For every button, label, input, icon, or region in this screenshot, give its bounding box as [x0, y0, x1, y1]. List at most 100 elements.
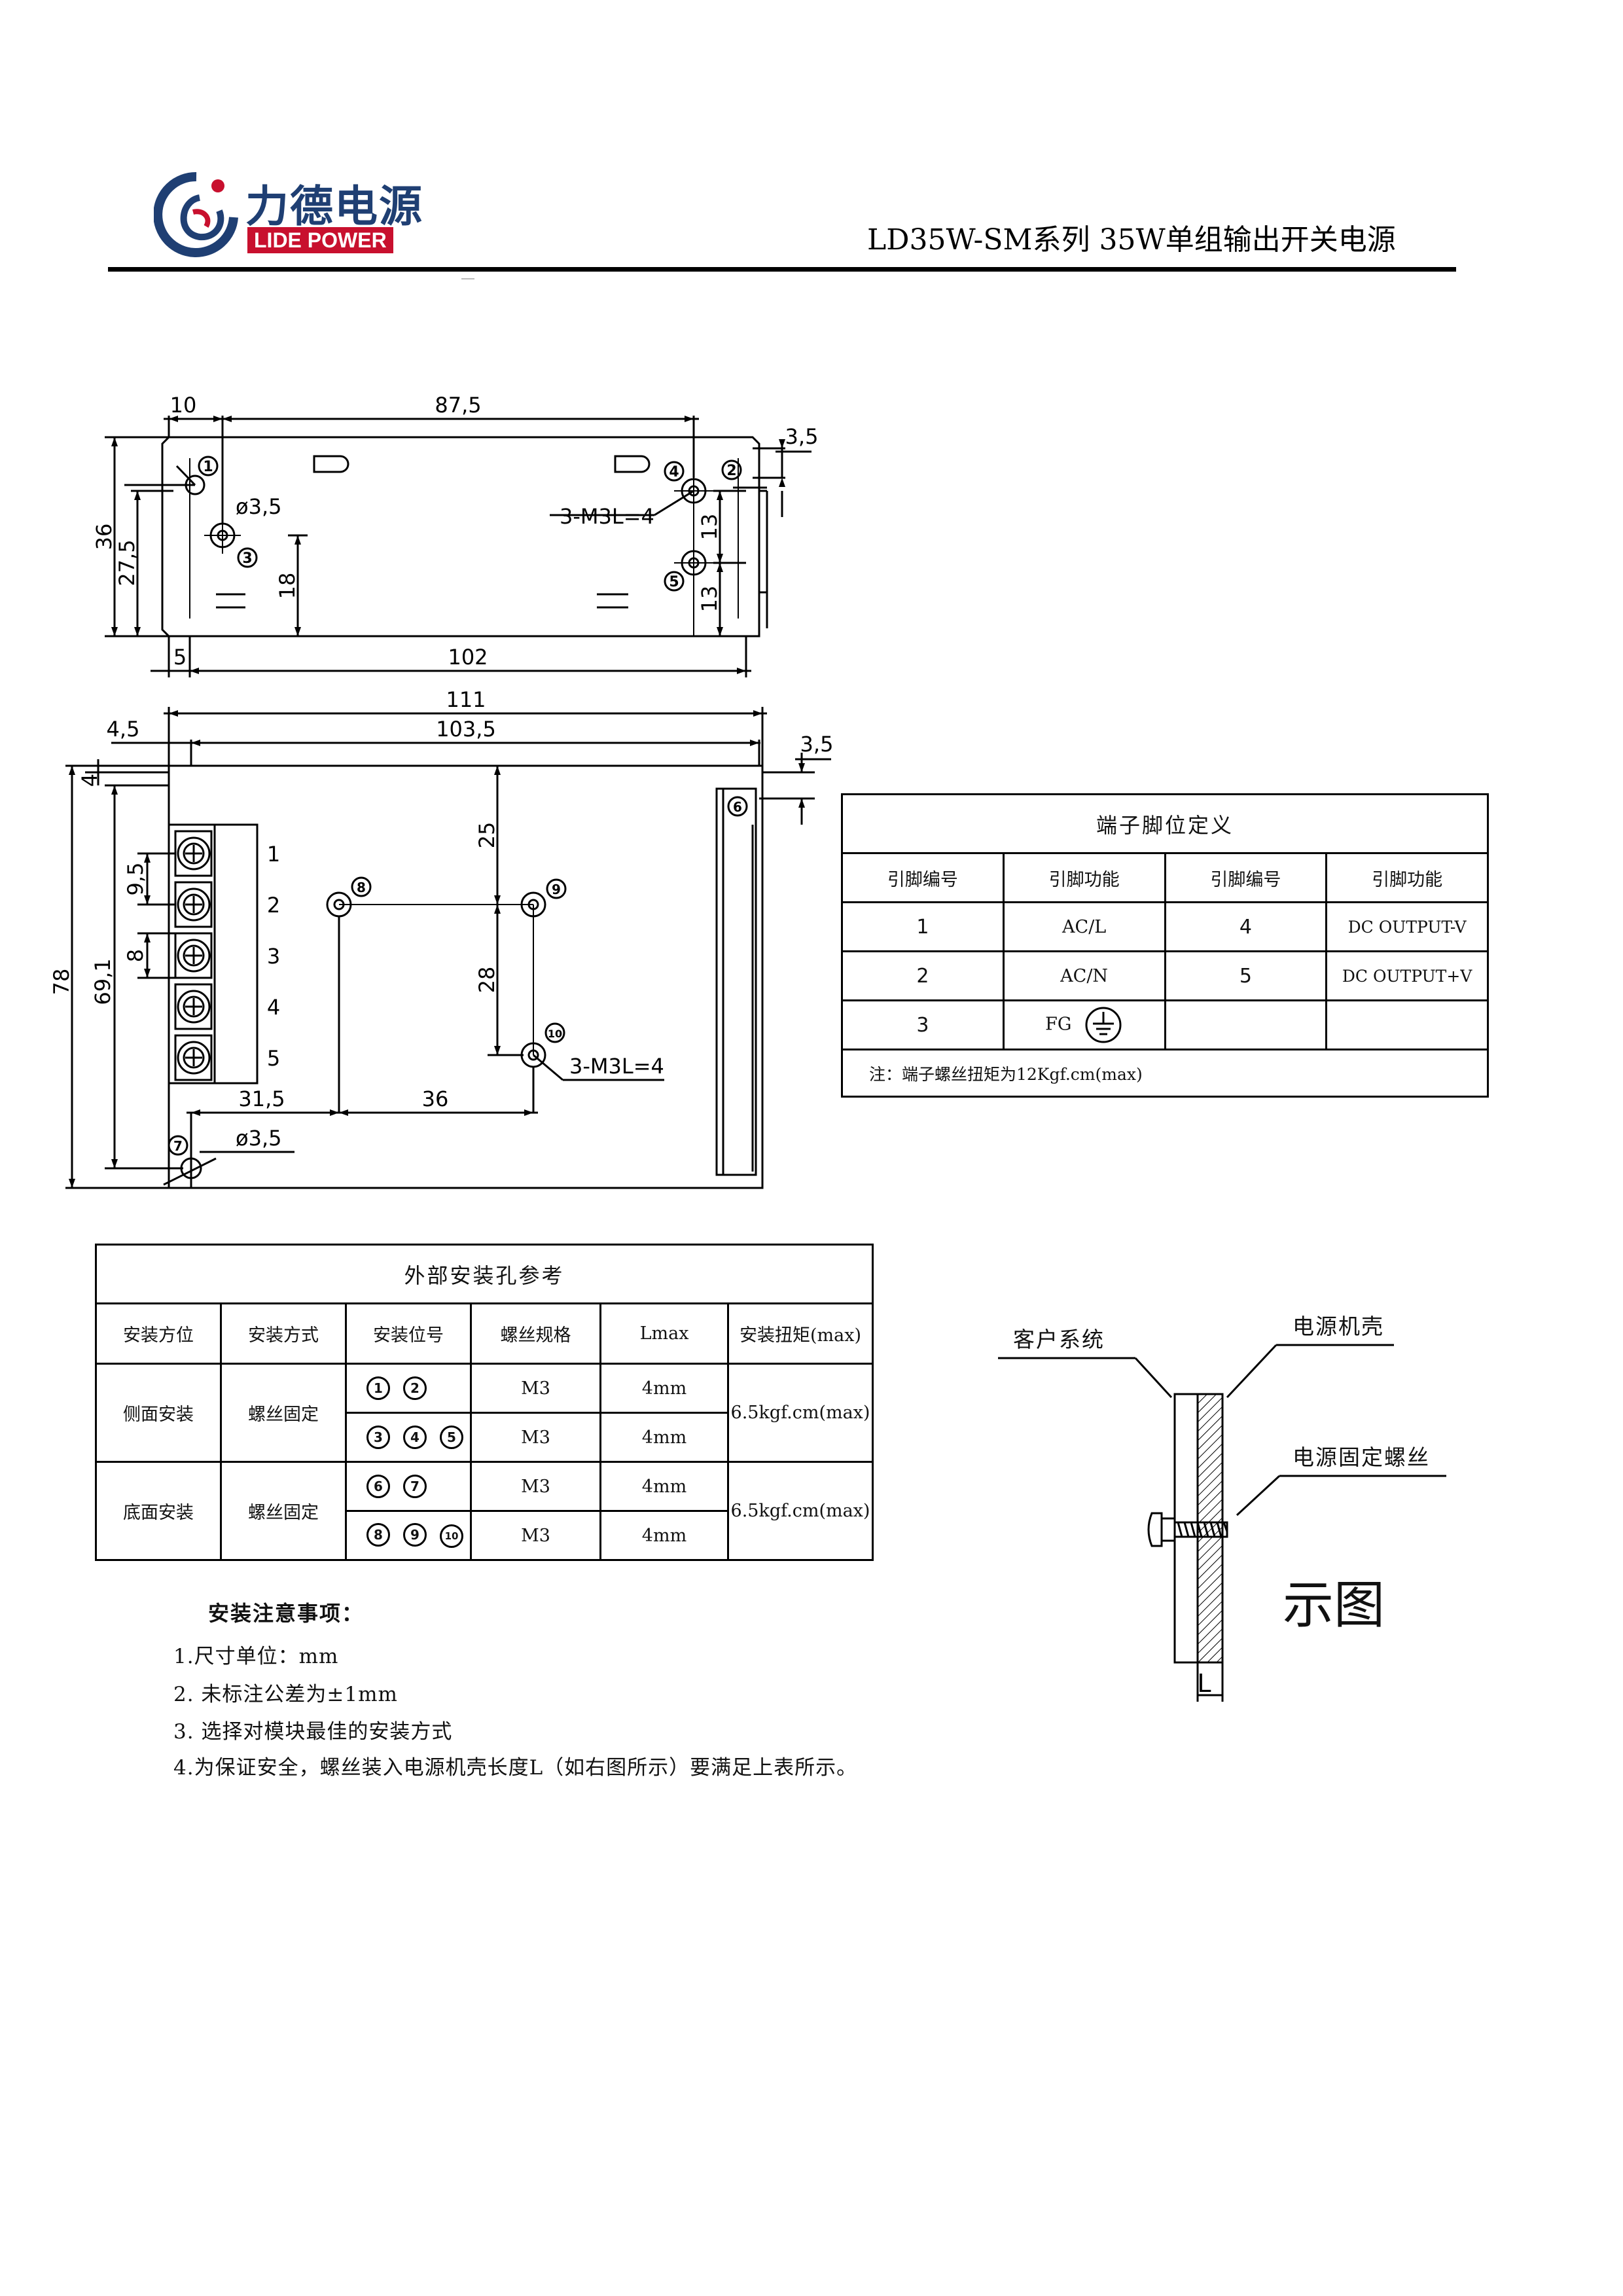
dim-87-5: 87,5: [435, 393, 481, 418]
mount-cell: 侧面安装: [95, 1363, 222, 1463]
fg-label: FG: [1045, 1014, 1072, 1035]
pin-table-caption: 端子脚位定义: [841, 793, 1489, 854]
brand-en: LIDE POWER: [247, 227, 393, 253]
ground-icon: [1085, 1007, 1122, 1043]
circled-number: 7: [403, 1475, 427, 1498]
marker-1: 1: [203, 459, 213, 475]
terminal-number-4: 4: [267, 995, 280, 1020]
mount-header: 安装位号: [345, 1302, 472, 1365]
pin-cell: AC/N: [1002, 950, 1166, 1001]
fix-screw-label: 电源固定螺丝: [1293, 1444, 1430, 1470]
dim-18: 18: [275, 573, 300, 600]
circled-number: 5: [440, 1426, 463, 1449]
mount-cell: 4mm: [599, 1510, 729, 1561]
logo-swirl-icon: [154, 171, 238, 257]
mount-header: 安装扭矩(max): [727, 1302, 874, 1365]
dim-4: 4: [77, 774, 102, 787]
note-item-4: 4.为保证安全，螺丝装入电源机壳长度L（如右图所示）要满足上表所示。: [173, 1756, 858, 1780]
marker-4: 4: [669, 464, 679, 480]
diagram-caption: 示图: [1283, 1576, 1385, 1635]
note-item-2: 2. 未标注公差为±1mm: [173, 1683, 398, 1706]
dim-102: 102: [448, 645, 488, 670]
mount-cell: M3: [470, 1510, 601, 1561]
dim-36: 36: [92, 524, 116, 550]
dim-9-5: 9,5: [123, 863, 148, 896]
screw-spec-label: 3-M3L=4: [560, 504, 654, 529]
note-item-1: 1.尺寸单位：mm: [173, 1645, 339, 1668]
pin-cell: [1164, 999, 1328, 1050]
dim-28: 28: [474, 967, 499, 994]
dim-36-front: 36: [422, 1086, 449, 1111]
marker-6: 6: [733, 799, 742, 815]
dim-31-5: 31,5: [238, 1086, 285, 1111]
pin-cell: 2: [841, 950, 1005, 1001]
terminal-number-3: 3: [267, 944, 280, 969]
mount-table-caption: 外部安装孔参考: [95, 1244, 874, 1304]
notes-heading: 安装注意事项：: [208, 1601, 365, 1626]
circled-number: 1: [366, 1376, 390, 1400]
mount-cell: 底面安装: [95, 1461, 222, 1561]
pin-cell-fg: FG: [1002, 999, 1166, 1050]
circled-number: 3: [366, 1426, 390, 1449]
mount-cell: 4mm: [599, 1412, 729, 1463]
pin-cell: 4: [1164, 901, 1328, 952]
table-row: 3 FG: [841, 999, 1489, 1050]
table-row: 2 AC/N 5 DC OUTPUT+V: [841, 950, 1489, 1001]
top-view-outline: [161, 436, 760, 637]
marker-7: 7: [173, 1138, 183, 1154]
dim-25: 25: [474, 822, 499, 849]
mount-header: 安装方位: [95, 1302, 222, 1365]
dim-8: 8: [123, 949, 148, 962]
pin-header-function-1: 引脚功能: [1002, 852, 1166, 903]
brand-cn: 力德电源: [245, 181, 423, 232]
mount-header: 安装方式: [220, 1302, 347, 1365]
mount-cell: M3: [470, 1363, 601, 1414]
terminal-number-1: 1: [267, 842, 280, 867]
dim-13-b: 13: [697, 586, 722, 613]
dim-111: 111: [446, 687, 486, 712]
dim-103-5: 103,5: [436, 717, 496, 742]
pin-cell: AC/L: [1002, 901, 1166, 952]
circled-number: 9: [403, 1523, 427, 1547]
mount-cell: M3: [470, 1412, 601, 1463]
table-row: 1 AC/L 4 DC OUTPUT-V: [841, 901, 1489, 952]
pin-definition-table: 端子脚位定义 引脚编号 引脚功能 引脚编号 引脚功能 1 AC/L 4 DC O…: [841, 793, 1489, 1098]
marker-8: 8: [357, 880, 366, 895]
marker-5: 5: [669, 574, 679, 590]
note-item-3: 3. 选择对模块最佳的安装方式: [173, 1720, 453, 1744]
front-hole-diameter-label: ø3,5: [236, 1126, 281, 1151]
dim-4-5: 4,5: [107, 717, 140, 742]
terminal-block: [174, 830, 213, 1081]
marker-10: 10: [548, 1028, 562, 1040]
mount-cell: 6.5kgf.cm(max): [727, 1363, 874, 1463]
dim-5: 5: [173, 645, 187, 670]
dim-13-a: 13: [697, 514, 722, 541]
pin-header-number-1: 引脚编号: [841, 852, 1005, 903]
mount-cell: 4mm: [599, 1461, 729, 1512]
mount-cell: 6.5kgf.cm(max): [727, 1461, 874, 1561]
pin-cell: [1325, 999, 1489, 1050]
circled-number: 8: [366, 1523, 390, 1547]
mount-cell: 螺丝固定: [220, 1461, 347, 1561]
pin-cell: DC OUTPUT+V: [1325, 950, 1489, 1001]
pin-cell: 5: [1164, 950, 1328, 1001]
pin-cell: DC OUTPUT-V: [1325, 901, 1489, 952]
pin-header-function-2: 引脚功能: [1325, 852, 1489, 903]
circled-number: 4: [403, 1426, 427, 1449]
terminal-number-5: 5: [267, 1046, 280, 1071]
mount-header: 螺丝规格: [470, 1302, 601, 1365]
mount-cell: 4mm: [599, 1363, 729, 1414]
marker-2: 2: [726, 463, 736, 479]
mounting-hole-table: 外部安装孔参考 安装方位 安装方式 安装位号 螺丝规格 Lmax 安装扭矩(ma…: [95, 1244, 874, 1561]
circled-number: 2: [403, 1376, 427, 1400]
psu-case-label: 电源机壳: [1293, 1314, 1384, 1339]
dim-3-5-front: 3,5: [800, 732, 834, 757]
